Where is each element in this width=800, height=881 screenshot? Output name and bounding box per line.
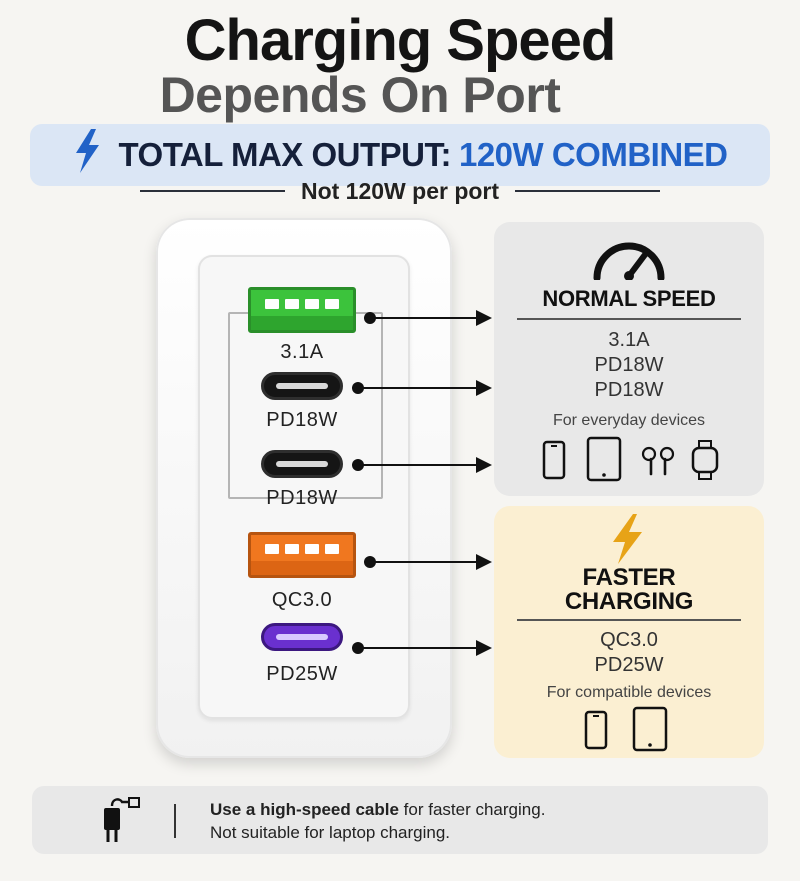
arrow-connector — [352, 380, 492, 396]
port-label: PD18W — [266, 487, 338, 509]
phone-icon — [542, 440, 566, 485]
port-label: PD18W — [266, 409, 338, 431]
arrow-connector — [364, 310, 492, 326]
arrow-connector — [352, 457, 492, 473]
card-line: 3.1A — [608, 329, 650, 351]
banner-subtext: Not 120W per port — [140, 176, 661, 206]
port-label: 3.1A — [280, 341, 324, 363]
card-note: For compatible devices — [546, 684, 712, 701]
page-subtitle: Depends On Port — [159, 67, 561, 123]
arrow-connector — [352, 640, 492, 656]
card-line: PD18W — [594, 354, 664, 376]
footer-rest: for faster charging. — [398, 800, 546, 819]
usb-c-port-purple — [261, 623, 343, 651]
speedometer-icon — [589, 234, 669, 285]
footer-bold: Use a high-speed cable — [210, 800, 399, 819]
banner-label: TOTAL MAX OUTPUT: — [118, 136, 451, 173]
banner-subtext-label: Not 120W per port — [300, 177, 500, 204]
usb-c-port — [261, 450, 343, 478]
card-title-line1: FASTER — [582, 564, 676, 591]
footer-line1: Use a high-speed cable for faster chargi… — [210, 800, 545, 820]
card-title: NORMAL SPEED — [542, 286, 716, 311]
divider — [517, 318, 741, 320]
divider — [174, 804, 176, 838]
port-label: PD25W — [266, 663, 338, 685]
usb-a-port-orange — [248, 532, 356, 578]
card-line: PD18W — [594, 379, 664, 401]
total-output-banner: TOTAL MAX OUTPUT: 120W COMBINED — [30, 124, 770, 186]
normal-speed-card: NORMAL SPEED 3.1A PD18W PD18W For everyd… — [494, 222, 764, 496]
page-title: Charging Speed — [184, 8, 617, 73]
port-label: QC3.0 — [271, 589, 333, 611]
usb-c-port — [261, 372, 343, 400]
usb-a-port-green — [248, 287, 356, 333]
lightning-bolt-icon — [72, 129, 102, 181]
faster-charging-card: FASTER CHARGING QC3.0 PD25W For compatib… — [494, 506, 764, 758]
usb-cable-icon — [96, 796, 142, 851]
card-title-line2: CHARGING — [564, 588, 694, 615]
tablet-icon — [586, 436, 622, 487]
phone-icon — [584, 710, 608, 755]
card-line: PD25W — [594, 654, 664, 676]
earbuds-icon — [641, 446, 675, 481]
arrow-connector — [364, 554, 492, 570]
divider — [140, 190, 285, 192]
smartwatch-icon — [690, 440, 720, 485]
cable-tip-footer — [32, 786, 768, 854]
divider — [517, 619, 741, 621]
tablet-icon — [632, 706, 668, 757]
lightning-bolt-icon — [607, 514, 647, 569]
divider — [515, 190, 661, 192]
footer-line2: Not suitable for laptop charging. — [210, 823, 451, 842]
card-note: For everyday devices — [552, 412, 706, 429]
banner-value: 120W COMBINED — [458, 136, 728, 173]
card-line: QC3.0 — [600, 629, 658, 651]
